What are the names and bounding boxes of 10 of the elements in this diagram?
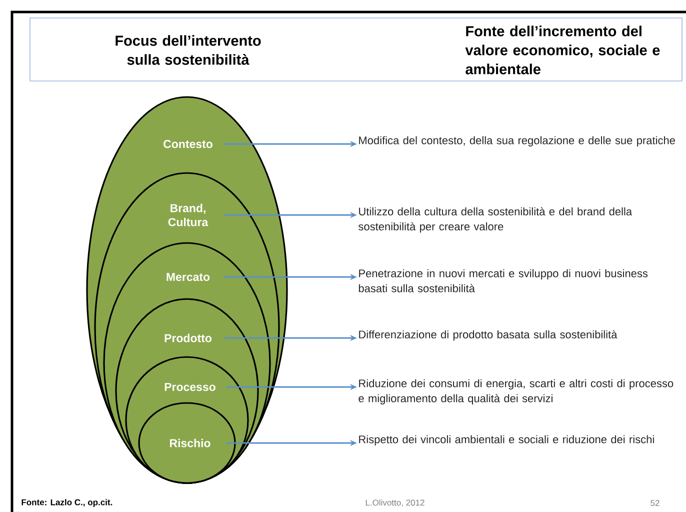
header-box: Focus dell’intervento sulla sostenibilità Fonte dell’incremento del valore economico, sociale e ambientale [30,18,682,82]
footer-text: L.Olivotto, 2012 [366,499,424,507]
description-text: Differenziazione di prodotto basata sulla sostenibilità [359,330,618,341]
description-text: Riduzione dei consumi di energia, scarti e altri costi di processo e miglioramento della qualità dei servizi [358,379,674,404]
description-text: Penetrazione in nuovi mercati e sviluppo di nuovi business basati sulla sostenibilità [358,269,648,292]
description-text: Rispetto dei vincoli ambientali e sociali e riduzione dei rischi [359,435,654,446]
footer-text: Fonte: Lazlo C., op.cit. [22,499,112,507]
footer-text: 52 [650,500,660,506]
description-text: Modifica del contesto, della sua regolazione e delle sue pratiche [359,136,675,146]
description-text: Utilizzo della cultura della sostenibilità e del brand della sostenibilità per creare valore [358,207,632,233]
